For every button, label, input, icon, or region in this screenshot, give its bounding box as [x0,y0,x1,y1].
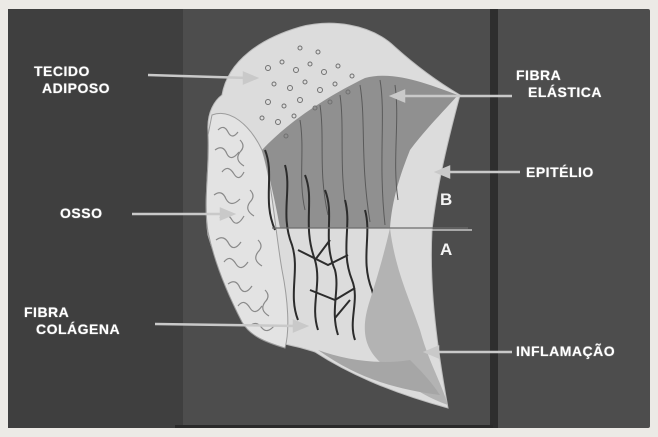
label-fibra-col-line1: FIBRA [24,304,120,321]
label-fibra-line1: FIBRA [516,67,602,84]
label-tecido-adiposo: TECIDO ADIPOSO [34,63,110,97]
label-adiposo-line2: ADIPOSO [34,80,110,97]
region-marker-b: B [440,190,452,210]
label-fibra-elastica: FIBRA ELÁSTICA [516,67,602,101]
bottom-line [175,425,493,428]
label-tecido-line1: TECIDO [34,63,110,80]
label-osso-text: OSSO [60,205,102,222]
label-colagena-line2: COLÁGENA [24,321,120,338]
label-fibra-colagena: FIBRA COLÁGENA [24,304,120,338]
label-elastica-line2: ELÁSTICA [516,84,602,101]
label-inflamacao: INFLAMAÇÃO [516,343,615,360]
label-inflamacao-text: INFLAMAÇÃO [516,343,615,360]
label-osso: OSSO [60,205,102,222]
right-divider [490,9,498,428]
label-epitelio: EPITÉLIO [526,164,594,181]
label-epitelio-text: EPITÉLIO [526,164,594,181]
region-marker-a: A [440,240,452,260]
